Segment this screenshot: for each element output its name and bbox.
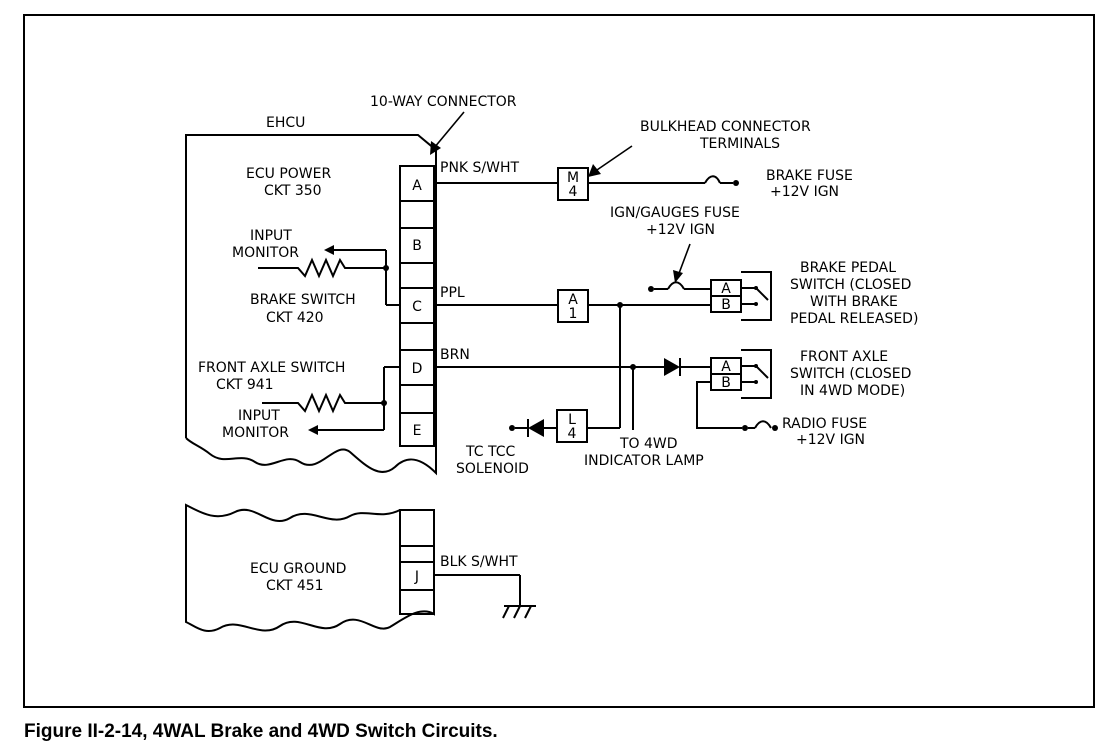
label-ign-gauges-fuse-line2: +12V IGN — [646, 222, 715, 238]
wire-pnk-s-wht — [434, 175, 739, 186]
terminal-a1-number: 1 — [569, 306, 578, 322]
label-front-axle-right-line3: IN 4WD MODE) — [800, 383, 905, 399]
label-ehcu: EHCU — [266, 115, 305, 131]
bulkhead-terminal-a1: A 1 — [557, 289, 589, 323]
label-ecu-ground-line2: CKT 451 — [266, 578, 324, 594]
label-radio-fuse-line2: +12V IGN — [796, 432, 865, 448]
ehcu-module-outline — [185, 134, 437, 476]
bulkhead-terminal-l4: L 4 — [556, 409, 588, 443]
label-ecu-ground-line1: ECU GROUND — [250, 561, 346, 577]
label-brake-switch-line2: CKT 420 — [266, 310, 324, 326]
label-brake-pedal-line1: BRAKE PEDAL — [800, 260, 896, 276]
ign-gauges-fuse-wire — [648, 243, 711, 292]
label-brake-switch-line1: BRAKE SWITCH — [250, 292, 356, 308]
label-brake-fuse-line1: BRAKE FUSE — [766, 168, 853, 184]
label-front-axle-right-line1: FRONT AXLE — [800, 349, 888, 365]
terminal-m4-letter: M — [567, 170, 579, 186]
pin-a: A — [412, 178, 422, 194]
label-front-axle-switch-line2: CKT 941 — [216, 377, 274, 393]
label-tc-tcc-line2: SOLENOID — [456, 461, 529, 477]
terminal-l4-number: 4 — [568, 426, 577, 442]
label-brake-pedal-line4: PEDAL RELEASED) — [790, 311, 918, 327]
label-blk-s-wht: BLK S/WHT — [440, 554, 518, 570]
label-input-monitor-1-line1: INPUT — [250, 228, 292, 244]
label-front-axle-right-line2: SWITCH (CLOSED — [790, 366, 911, 382]
input-monitor-brake — [258, 245, 400, 306]
label-brn: BRN — [440, 347, 470, 363]
label-radio-fuse-line1: RADIO FUSE — [782, 416, 867, 432]
front-axle-switch: A B — [696, 349, 778, 431]
pin-d: D — [412, 361, 423, 377]
tcc-diode — [509, 419, 557, 437]
ground-connector: J — [399, 509, 435, 615]
label-input-monitor-2-line1: INPUT — [238, 408, 280, 424]
pin-j: J — [414, 569, 419, 585]
diagram-frame — [23, 14, 1095, 708]
brake-switch-pin-b: B — [721, 297, 731, 313]
label-tc-tcc-line1: TC TCC — [465, 444, 515, 460]
terminal-l4-letter: L — [568, 412, 576, 428]
label-ten-way-connector: 10-WAY CONNECTOR — [370, 94, 517, 110]
label-ecu-power-line2: CKT 350 — [264, 183, 322, 199]
label-brake-fuse-line2: +12V IGN — [770, 184, 839, 200]
label-brake-pedal-line2: SWITCH (CLOSED — [790, 277, 911, 293]
brake-pedal-switch: A B — [710, 271, 772, 321]
label-input-monitor-1-line2: MONITOR — [232, 245, 299, 261]
label-ign-gauges-fuse-line1: IGN/GAUGES FUSE — [610, 205, 740, 221]
label-bulkhead-line1: BULKHEAD CONNECTOR — [640, 119, 811, 135]
terminal-m4-number: 4 — [569, 184, 578, 200]
label-to-4wd-line1: TO 4WD — [619, 436, 678, 452]
axle-switch-pin-b: B — [721, 375, 731, 391]
bulkhead-pointer — [588, 145, 633, 177]
wire-brn — [434, 358, 711, 430]
ground-wire — [434, 574, 536, 619]
axle-switch-pin-a: A — [721, 359, 731, 375]
label-ecu-power-line1: ECU POWER — [246, 166, 331, 182]
label-brake-pedal-line3: WITH BRAKE — [810, 294, 898, 310]
label-input-monitor-2-line2: MONITOR — [222, 425, 289, 441]
ten-way-connector-pointer — [430, 111, 465, 155]
brake-switch-pin-a: A — [721, 281, 731, 297]
figure-caption: Figure II-2-14, 4WAL Brake and 4WD Switc… — [24, 721, 498, 742]
label-bulkhead-line2: TERMINALS — [699, 136, 780, 152]
label-ppl: PPL — [440, 285, 465, 301]
pin-e: E — [413, 423, 422, 439]
pin-b: B — [412, 238, 422, 254]
terminal-a1-letter: A — [568, 292, 578, 308]
input-monitor-axle — [262, 366, 400, 435]
label-to-4wd-line2: INDICATOR LAMP — [584, 453, 704, 469]
ten-way-connector: A B C D E — [399, 165, 435, 447]
label-pnk-s-wht: PNK S/WHT — [440, 160, 520, 176]
ecu-ground-module-outline — [185, 503, 435, 632]
pin-c: C — [412, 299, 422, 315]
bulkhead-terminal-m4: M 4 — [557, 167, 589, 201]
label-front-axle-switch-line1: FRONT AXLE SWITCH — [198, 360, 345, 376]
